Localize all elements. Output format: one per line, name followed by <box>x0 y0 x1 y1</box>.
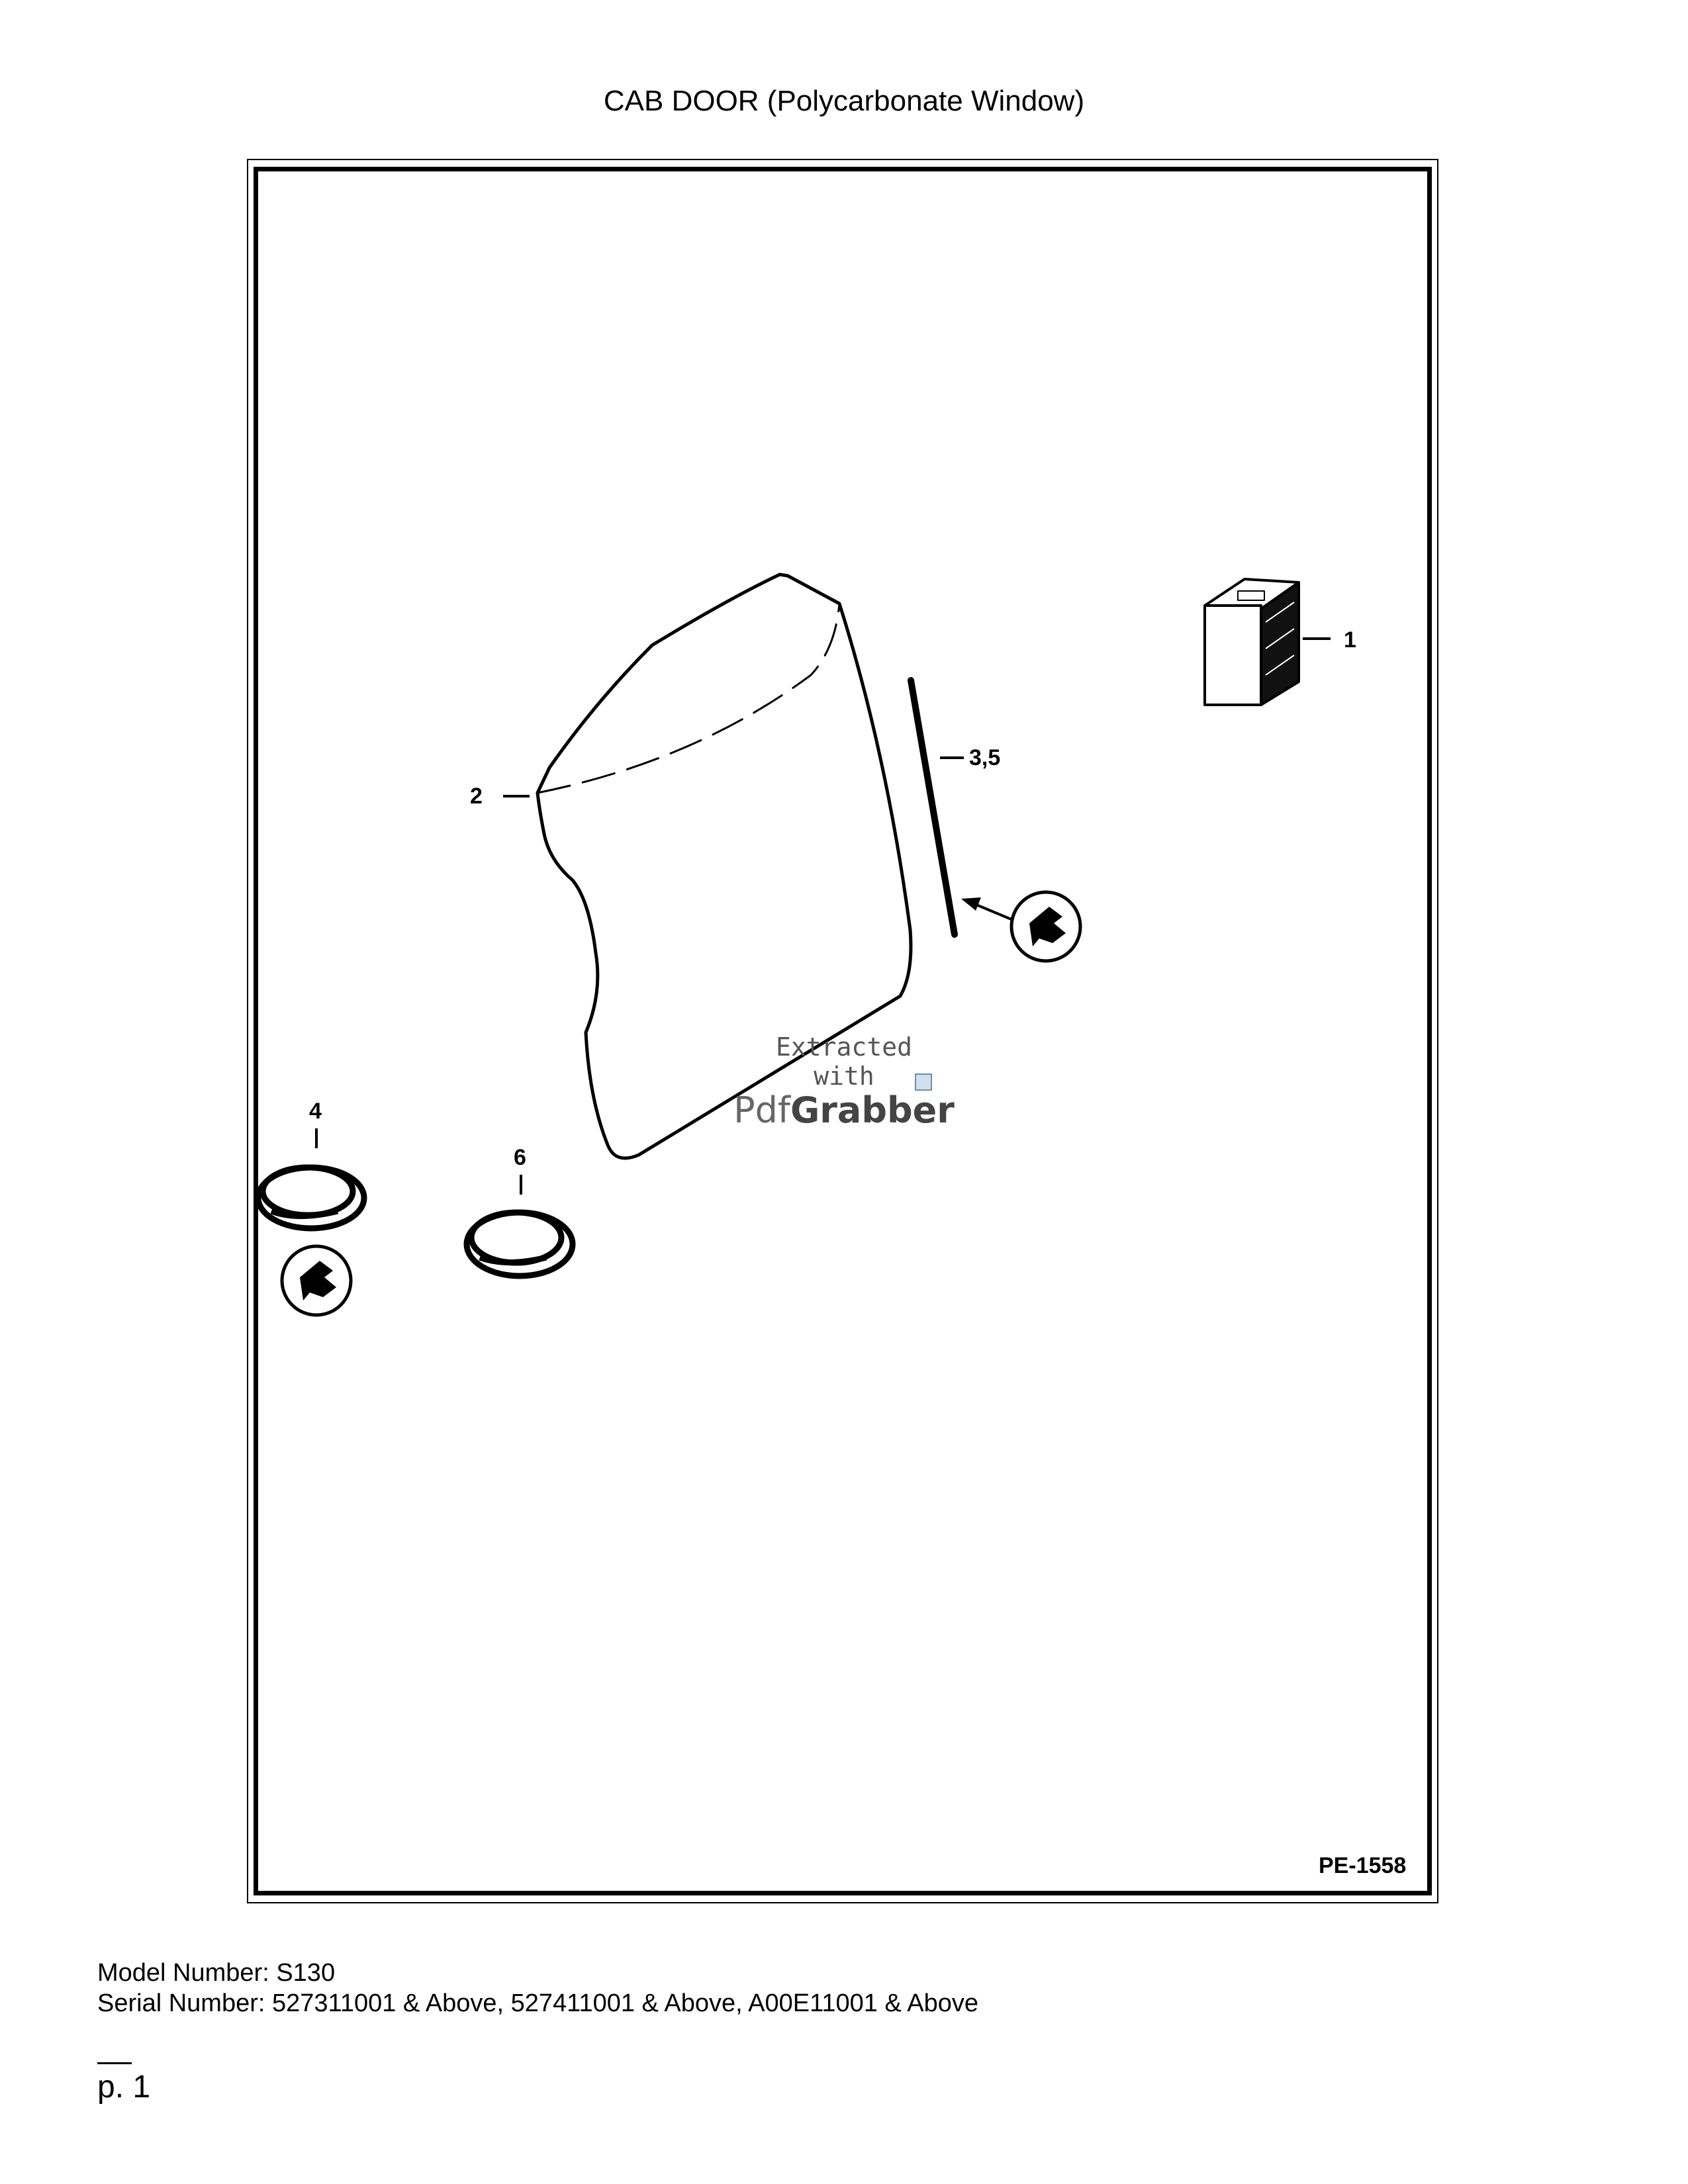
model-number-line: Model Number: S130 <box>97 1958 335 1988</box>
callout-1: 1 <box>1344 627 1356 653</box>
seal-strip <box>908 677 958 938</box>
page-title: CAB DOOR (Polycarbonate Window) <box>603 85 1085 117</box>
watermark-line-1: Extracted <box>776 1032 912 1062</box>
page-number: p. 1 <box>97 2070 151 2105</box>
watermark: Extracted with PdfGrabber <box>728 1032 960 1130</box>
watermark-brand-light: Pdf <box>733 1089 790 1131</box>
gasket-coil-6 <box>463 1209 576 1279</box>
serial-value: 527311001 & Above, 527411001 & Above, A0… <box>271 1989 979 2017</box>
model-label: Model Number: <box>97 1959 269 1987</box>
model-value: S130 <box>276 1959 336 1987</box>
gasket-coil-4 <box>255 1164 367 1232</box>
serial-number-line: Serial Number: 527311001 & Above, 527411… <box>97 1988 978 2019</box>
footer-rule <box>97 2062 132 2064</box>
leader-lines <box>315 637 1331 1195</box>
callout-4: 4 <box>309 1099 322 1124</box>
adhesive-symbol-icon <box>280 1244 353 1317</box>
callout-6: 6 <box>514 1145 526 1170</box>
callout-3-5: 3,5 <box>969 745 1000 770</box>
figure-frame-inner <box>254 167 1432 1895</box>
pdfgrabber-logo-icon <box>915 1073 932 1091</box>
callout-2: 2 <box>470 784 483 809</box>
drawing-id: PE-1558 <box>1319 1853 1406 1878</box>
arrow-icon <box>961 897 1013 921</box>
figure-frame <box>247 159 1438 1903</box>
door-panel-drawing <box>536 572 913 1160</box>
adhesive-symbol-icon <box>1009 890 1082 963</box>
watermark-brand-bold: Grabber <box>790 1089 955 1131</box>
watermark-brand: PdfGrabber <box>728 1091 960 1130</box>
watermark-line-2: with <box>814 1062 874 1091</box>
serial-label: Serial Number: <box>97 1989 265 2017</box>
cartridge-box <box>1203 578 1300 706</box>
